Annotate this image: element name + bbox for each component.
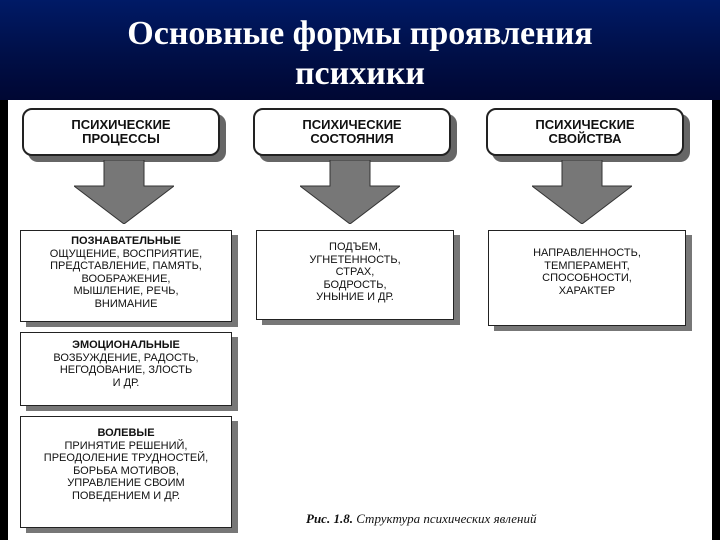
box-cognitive-processes: ПОЗНАВАТЕЛЬНЫЕ ОЩУЩЕНИЕ, ВОСПРИЯТИЕ, ПРЕ… xyxy=(20,230,232,322)
slide-title-line-1: Основные формы проявления xyxy=(127,15,593,52)
heading-states: ПСИХИЧЕСКИЕ СОСТОЯНИЯ xyxy=(253,108,451,156)
box-volitional-title: ВОЛЕВЫЕ xyxy=(97,427,155,439)
slide-title-line-2: психики xyxy=(294,55,426,92)
list-item: НАПРАВЛЕННОСТЬ, xyxy=(533,247,641,259)
list-item: ВООБРАЖЕНИЕ, xyxy=(81,272,171,285)
list-item: НЕГОДОВАНИЕ, ЗЛОСТЬ xyxy=(59,364,193,376)
list-item: ТЕМПЕРАМЕНТ, xyxy=(544,259,630,272)
box-properties: НАПРАВЛЕННОСТЬ, ТЕМПЕРАМЕНТ, СПОСОБНОСТИ… xyxy=(488,230,686,326)
list-item: ПРЕОДОЛЕНИЕ ТРУДНОСТЕЙ, xyxy=(43,452,209,464)
box-emotional-title: ЭМОЦИОНАЛЬНЫЕ xyxy=(72,339,180,351)
list-item: БОРЬБА МОТИВОВ, xyxy=(73,464,179,477)
diagram: ПСИХИЧЕСКИЕ ПРОЦЕССЫ ПСИХИЧЕСКИЕ СОСТОЯН… xyxy=(8,100,712,540)
list-item: ПРИНЯТИЕ РЕШЕНИЙ, xyxy=(64,439,188,452)
list-item: ВНИМАНИЕ xyxy=(94,297,158,310)
title-bar: Основные формы проявления психики xyxy=(0,0,720,100)
list-item: ПОВЕДЕНИЕМ И ДР. xyxy=(71,489,181,502)
list-item: БОДРОСТЬ, xyxy=(323,278,387,291)
list-item: И ДР. xyxy=(112,376,140,389)
arrow-down-icon xyxy=(300,160,400,224)
list-item: ВОЗБУЖДЕНИЕ, РАДОСТЬ, xyxy=(53,351,199,364)
list-item: УГНЕТЕННОСТЬ, xyxy=(309,253,401,266)
box-emotional-processes: ЭМОЦИОНАЛЬНЫЕ ВОЗБУЖДЕНИЕ, РАДОСТЬ, НЕГО… xyxy=(20,332,232,406)
list-item: ПОДЪЕМ, xyxy=(329,241,381,253)
list-item: ПРЕДСТАВЛЕНИЕ, ПАМЯТЬ, xyxy=(50,260,202,272)
list-item: СТРАХ, xyxy=(335,266,375,278)
box-cognitive-title: ПОЗНАВАТЕЛЬНЫЕ xyxy=(71,235,181,247)
figure-caption: Рис. 1.8. Структура психических явлений xyxy=(306,511,536,527)
figure-caption-label: Рис. 1.8. xyxy=(306,511,353,526)
heading-processes: ПСИХИЧЕСКИЕ ПРОЦЕССЫ xyxy=(22,108,220,156)
list-item: СПОСОБНОСТИ, xyxy=(542,272,632,284)
slide-title: Основные формы проявления психики xyxy=(0,14,720,94)
list-item: МЫШЛЕНИЕ, РЕЧЬ, xyxy=(73,285,179,297)
list-item: УНЫНИЕ И ДР. xyxy=(316,291,394,303)
heading-properties: ПСИХИЧЕСКИЕ СВОЙСТВА xyxy=(486,108,684,156)
arrow-down-icon xyxy=(532,160,632,224)
list-item: ХАРАКТЕР xyxy=(558,284,616,297)
list-item: УПРАВЛЕНИЕ СВОИМ xyxy=(67,477,185,489)
figure-caption-text: Структура психических явлений xyxy=(356,511,537,526)
list-item: ОЩУЩЕНИЕ, ВОСПРИЯТИЕ, xyxy=(49,247,203,260)
box-states: ПОДЪЕМ, УГНЕТЕННОСТЬ, СТРАХ, БОДРОСТЬ, У… xyxy=(256,230,454,320)
box-volitional-processes: ВОЛЕВЫЕ ПРИНЯТИЕ РЕШЕНИЙ, ПРЕОДОЛЕНИЕ ТР… xyxy=(20,416,232,528)
arrow-down-icon xyxy=(74,160,174,224)
